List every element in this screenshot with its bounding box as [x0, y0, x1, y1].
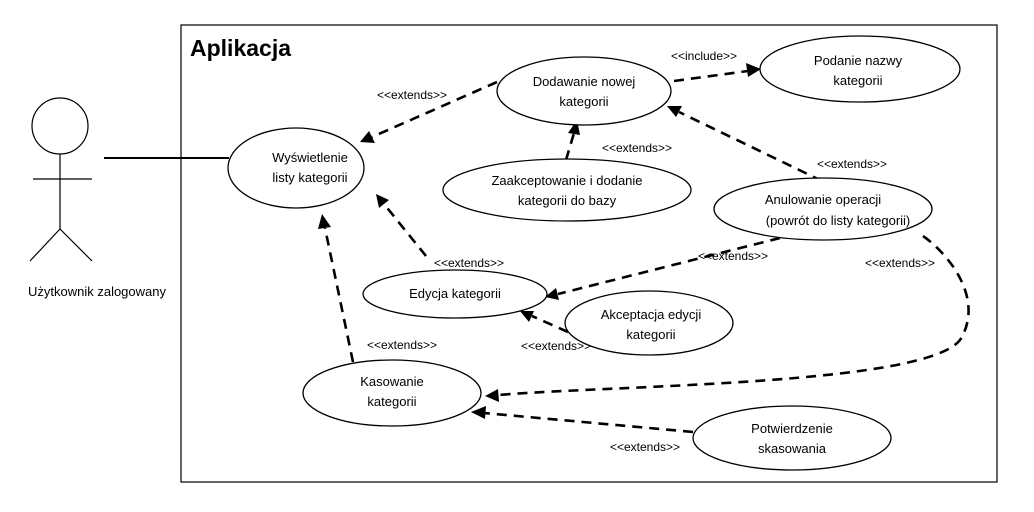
- label-extends: <<extends>>: [865, 256, 935, 270]
- use-case-dodawanie: Dodawanie nowej kategorii: [496, 56, 672, 126]
- svg-text:kategorii: kategorii: [626, 327, 675, 342]
- rel-kasowanie-lista: [323, 227, 355, 363]
- svg-text:Akceptacja edycji: Akceptacja edycji: [601, 307, 702, 322]
- rel-anulowanie-kasowanie: [497, 234, 970, 397]
- use-case-edycja: Edycja kategorii: [362, 269, 548, 319]
- rel-anulowanie-edycja: [557, 236, 781, 296]
- use-case-lista: Wyświetlenie listy kategorii: [227, 127, 365, 209]
- actor-label: Użytkownik zalogowany: [28, 284, 167, 299]
- label-extends: <<extends>>: [521, 339, 591, 353]
- use-case-zaakceptowanie: Zaakceptowanie i dodanie kategorii do ba…: [442, 158, 692, 222]
- actor-stick-figure-icon: [29, 97, 93, 262]
- label-extends: <<extends>>: [610, 440, 680, 454]
- system-boundary: [180, 24, 998, 483]
- rel-anulowanie-dodawanie: [678, 110, 823, 183]
- use-case-anulowanie: Anulowanie operacji (powrót do listy kat…: [713, 177, 933, 241]
- svg-text:Dodawanie nowej: Dodawanie nowej: [533, 74, 636, 89]
- svg-text:(powrót do listy kategorii): (powrót do listy kategorii): [766, 213, 911, 228]
- svg-text:Podanie nazwy: Podanie nazwy: [814, 53, 903, 68]
- svg-text:Potwierdzenie: Potwierdzenie: [751, 421, 833, 436]
- svg-text:Zaakceptowanie i dodanie: Zaakceptowanie i dodanie: [491, 173, 642, 188]
- label-extends: <<extends>>: [602, 141, 672, 155]
- rel-zaakceptowanie-dodawanie: [564, 132, 576, 161]
- svg-text:kategorii: kategorii: [833, 73, 882, 88]
- svg-text:skasowania: skasowania: [758, 441, 827, 456]
- use-case-kasowanie: Kasowanie kategorii: [302, 359, 482, 427]
- rel-akceptacja-edycja: [531, 314, 569, 334]
- label-extends: <<extends>>: [817, 157, 887, 171]
- svg-text:kategorii: kategorii: [559, 94, 608, 109]
- use-case-akceptacja: Akceptacja edycji kategorii: [564, 290, 734, 356]
- rel-edycja-lista: [382, 203, 428, 257]
- label-extends: <<extends>>: [434, 256, 504, 270]
- rel-dodawanie-podanie: [673, 69, 749, 83]
- label-extends: <<extends>>: [367, 338, 437, 352]
- arrowhead: [360, 131, 375, 143]
- arrowhead: [520, 311, 534, 322]
- arrowhead: [318, 214, 331, 229]
- use-case-podanie: Podanie nazwy kategorii: [759, 35, 961, 103]
- label-extends: <<extends>>: [377, 88, 447, 102]
- svg-text:kategorii do bazy: kategorii do bazy: [518, 193, 617, 208]
- arrowhead: [746, 63, 761, 77]
- svg-text:Anulowanie operacji: Anulowanie operacji: [765, 192, 881, 207]
- svg-text:Kasowanie: Kasowanie: [360, 374, 424, 389]
- arrowhead: [667, 106, 682, 117]
- arrowhead: [376, 194, 389, 208]
- svg-text:Edycja kategorii: Edycja kategorii: [409, 286, 501, 301]
- arrowhead: [471, 406, 486, 419]
- svg-text:Wyświetlenie: Wyświetlenie: [272, 150, 348, 165]
- system-title: Aplikacja: [190, 35, 291, 61]
- use-case-potwierdzenie: Potwierdzenie skasowania: [692, 405, 892, 471]
- label-extends: <<extends>>: [698, 249, 768, 263]
- svg-text:kategorii: kategorii: [367, 394, 416, 409]
- label-include: <<include>>: [671, 49, 737, 63]
- relations: [318, 63, 970, 434]
- arrowhead: [485, 389, 499, 402]
- rel-potwierdzenie-kasowanie: [483, 411, 694, 434]
- svg-text:listy kategorii: listy kategorii: [272, 170, 347, 185]
- arrowhead: [545, 288, 559, 300]
- rel-dodawanie-lista: [371, 80, 498, 139]
